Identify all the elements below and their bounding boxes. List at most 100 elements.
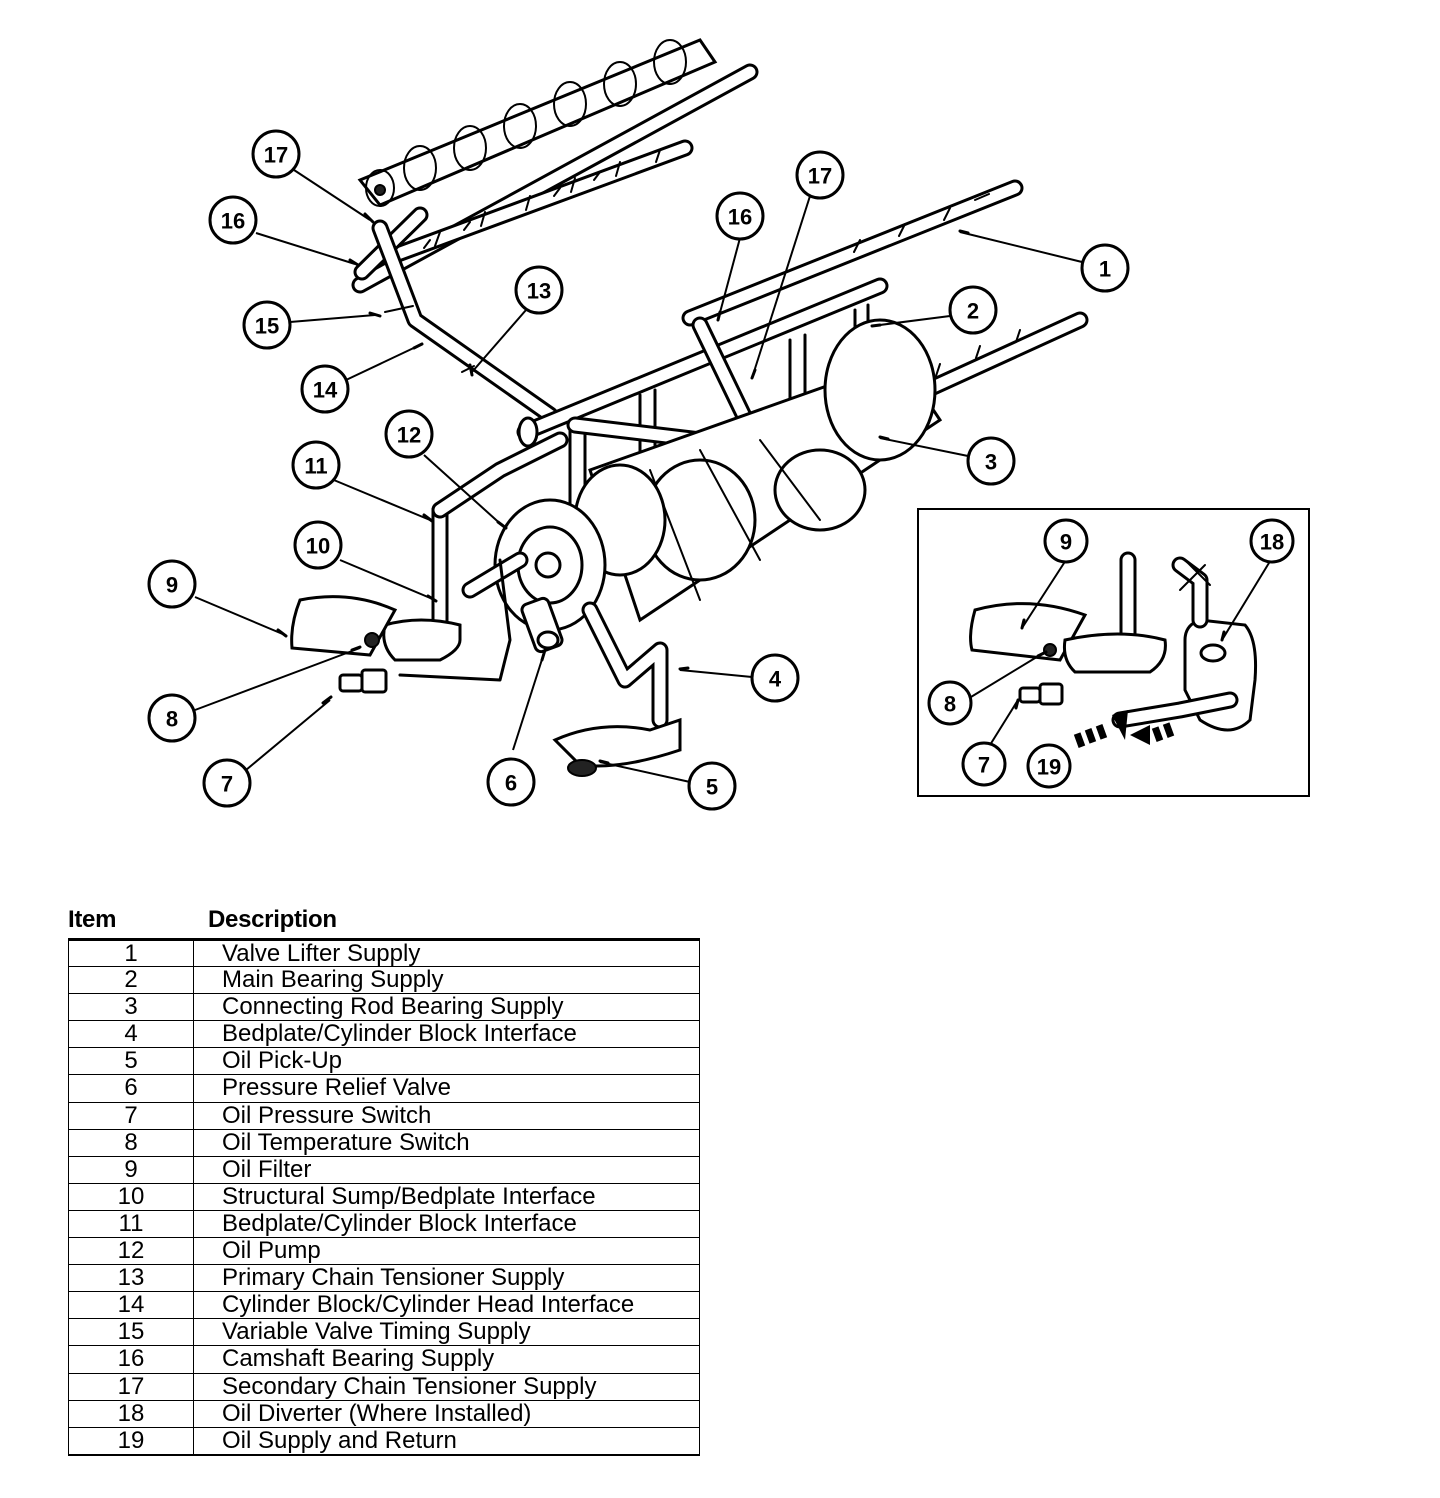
legend-item-description: Cylinder Block/Cylinder Head Interface: [222, 1291, 635, 1319]
callout-6: 6: [486, 757, 536, 807]
svg-text:4: 4: [769, 667, 782, 692]
inset-callout-18: 18: [1249, 518, 1295, 564]
svg-text:11: 11: [304, 454, 327, 479]
inset-oil-filter: [969, 602, 1088, 662]
svg-text:1: 1: [1099, 257, 1111, 282]
legend-item-description: Variable Valve Timing Supply: [222, 1318, 531, 1346]
legend-row: 1 Valve Lifter Supply: [69, 939, 699, 967]
inset-callout-19: 19: [1026, 743, 1072, 789]
svg-text:5: 5: [706, 775, 718, 800]
legend-item-description: Oil Diverter (Where Installed): [222, 1399, 532, 1427]
svg-text:12: 12: [397, 423, 421, 448]
callout-3: 3: [966, 436, 1016, 486]
legend-item-description: Pressure Relief Valve: [222, 1074, 451, 1102]
svg-text:6: 6: [505, 771, 517, 796]
legend-item-description: Valve Lifter Supply: [222, 940, 421, 967]
svg-text:7: 7: [978, 753, 990, 778]
svg-text:17: 17: [808, 164, 832, 189]
svg-text:2: 2: [967, 299, 979, 324]
callout-1: 1: [1080, 243, 1130, 293]
callout-2: 2: [948, 285, 998, 335]
inset-oil-temperature-switch: [1043, 643, 1057, 657]
legend-item-description: Camshaft Bearing Supply: [222, 1345, 495, 1373]
svg-text:15: 15: [255, 314, 279, 339]
legend-item-number: 1: [69, 941, 194, 967]
legend-item-number: 13: [69, 1265, 194, 1292]
legend-item-description: Secondary Chain Tensioner Supply: [222, 1372, 597, 1400]
pressure-relief-valve: [520, 596, 564, 654]
legend-item-number: 5: [69, 1048, 194, 1075]
legend-item-description: Connecting Rod Bearing Supply: [222, 993, 564, 1021]
legend-row: 12 Oil Pump: [69, 1237, 699, 1265]
oil-pump: [461, 498, 607, 632]
legend-header: Item Description: [68, 906, 700, 938]
legend-item-description: Primary Chain Tensioner Supply: [222, 1264, 565, 1292]
callout-14: 14: [300, 364, 350, 414]
legend-item-number: 8: [69, 1130, 194, 1156]
inset-oil-pressure-switch: [1018, 682, 1064, 706]
legend-item-number: 12: [69, 1238, 194, 1265]
legend-item-description: Oil Pick-Up: [222, 1047, 343, 1075]
left-bank-oil-rails: [351, 63, 759, 424]
svg-text:19: 19: [1037, 755, 1061, 780]
legend-item-number: 18: [69, 1401, 194, 1427]
leader-lines: [194, 169, 1083, 783]
svg-text:8: 8: [166, 707, 178, 732]
legend-item-number: 3: [69, 994, 194, 1021]
legend-row: 15 Variable Valve Timing Supply: [69, 1318, 699, 1346]
legend-item-number: 16: [69, 1346, 194, 1373]
legend-row: 19 Oil Supply and Return: [69, 1426, 699, 1454]
svg-text:3: 3: [985, 450, 997, 475]
svg-text:13: 13: [527, 279, 551, 304]
callout-11: 11: [291, 440, 341, 490]
legend-item-number: 15: [69, 1319, 194, 1346]
legend-item-number: 19: [69, 1428, 194, 1454]
inset-callout-7: 7: [961, 741, 1007, 787]
legend-row: 16 Camshaft Bearing Supply: [69, 1345, 699, 1373]
legend-row: 17 Secondary Chain Tensioner Supply: [69, 1372, 699, 1400]
crankshaft: [573, 318, 943, 623]
svg-text:9: 9: [1060, 530, 1072, 555]
svg-text:10: 10: [306, 534, 330, 559]
svg-text:17: 17: [264, 143, 288, 168]
legend-header-description: Description: [208, 906, 337, 933]
oil-pickup-tube: [552, 601, 682, 777]
legend-item-number: 17: [69, 1373, 194, 1400]
legend-item-description: Oil Supply and Return: [222, 1426, 457, 1454]
legend-item-description: Oil Pump: [222, 1237, 321, 1265]
callout-12: 12: [384, 409, 434, 459]
svg-text:18: 18: [1260, 530, 1284, 555]
legend-item-number: 4: [69, 1021, 194, 1048]
oil-temperature-switch: [364, 632, 380, 648]
svg-text:14: 14: [313, 378, 338, 403]
legend-row: 18 Oil Diverter (Where Installed): [69, 1399, 699, 1427]
legend-item-number: 10: [69, 1184, 194, 1210]
inset-callout-8: 8: [927, 680, 973, 726]
callout-9: 9: [147, 559, 197, 609]
legend-item-description: Oil Pressure Switch: [222, 1101, 432, 1129]
legend-item-number: 9: [69, 1157, 194, 1183]
callout-10: 10: [293, 520, 343, 570]
callout-16-right: 16: [715, 191, 765, 241]
svg-text:8: 8: [944, 692, 956, 717]
inset-panel: 9 18 8 7 19: [917, 508, 1310, 797]
legend-row: 5 Oil Pick-Up: [69, 1047, 699, 1075]
callout-5: 5: [687, 761, 737, 811]
legend-item-description: Bedplate/Cylinder Block Interface: [222, 1020, 577, 1048]
legend-item-description: Oil Filter: [222, 1155, 312, 1183]
camshaft: [357, 38, 718, 207]
svg-text:16: 16: [221, 209, 245, 234]
callout-16-left: 16: [208, 195, 258, 245]
legend-item-number: 11: [69, 1211, 194, 1238]
callout-8: 8: [147, 693, 197, 743]
legend-header-item: Item: [68, 906, 117, 933]
oil-pressure-switch: [338, 668, 388, 694]
